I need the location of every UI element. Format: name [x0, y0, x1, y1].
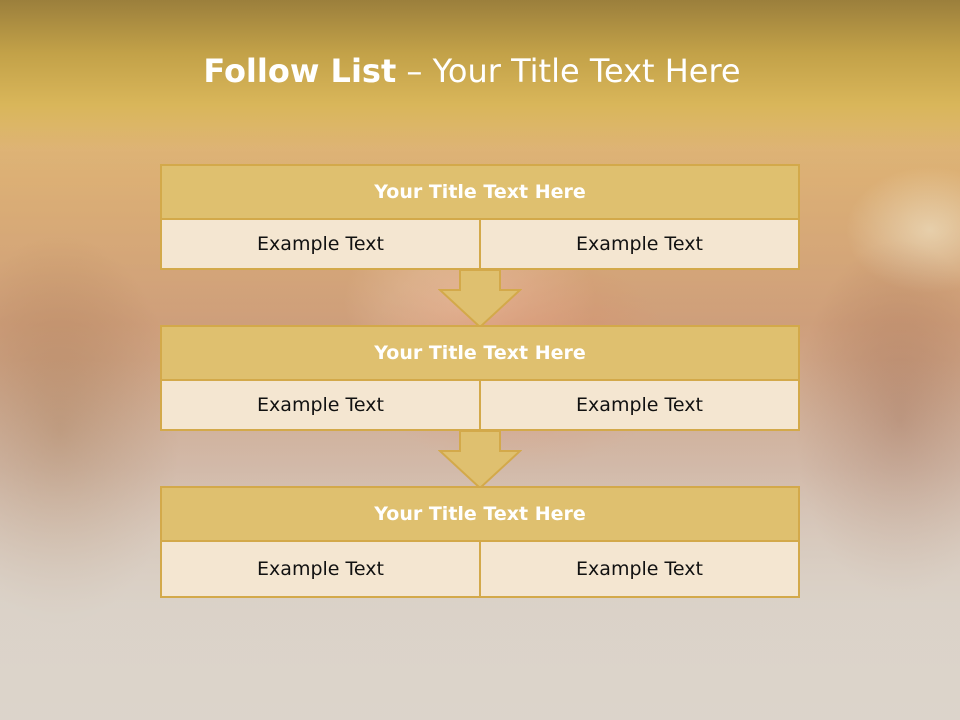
step-cell-right: Example Text	[481, 381, 800, 431]
slide-title: Follow List – Your Title Text Here	[0, 52, 944, 90]
step-row: Example Text Example Text	[160, 542, 800, 598]
step-cell-right: Example Text	[481, 542, 800, 598]
slide-title-bold: Follow List	[203, 52, 397, 90]
step-title: Your Title Text Here	[160, 164, 800, 220]
step-cell-left: Example Text	[160, 220, 481, 270]
step-block-3: Your Title Text Here Example Text Exampl…	[160, 486, 800, 598]
step-cell-right: Example Text	[481, 220, 800, 270]
step-row: Example Text Example Text	[160, 381, 800, 431]
title-band	[0, 0, 960, 150]
slide-title-rest: – Your Title Text Here	[396, 52, 741, 90]
step-block-1: Your Title Text Here Example Text Exampl…	[160, 164, 800, 270]
step-block-2: Your Title Text Here Example Text Exampl…	[160, 325, 800, 431]
step-title: Your Title Text Here	[160, 486, 800, 542]
step-cell-left: Example Text	[160, 542, 481, 598]
down-arrow-icon	[438, 431, 522, 489]
step-title: Your Title Text Here	[160, 325, 800, 381]
step-row: Example Text Example Text	[160, 220, 800, 270]
step-cell-left: Example Text	[160, 381, 481, 431]
down-arrow-icon	[438, 270, 522, 328]
